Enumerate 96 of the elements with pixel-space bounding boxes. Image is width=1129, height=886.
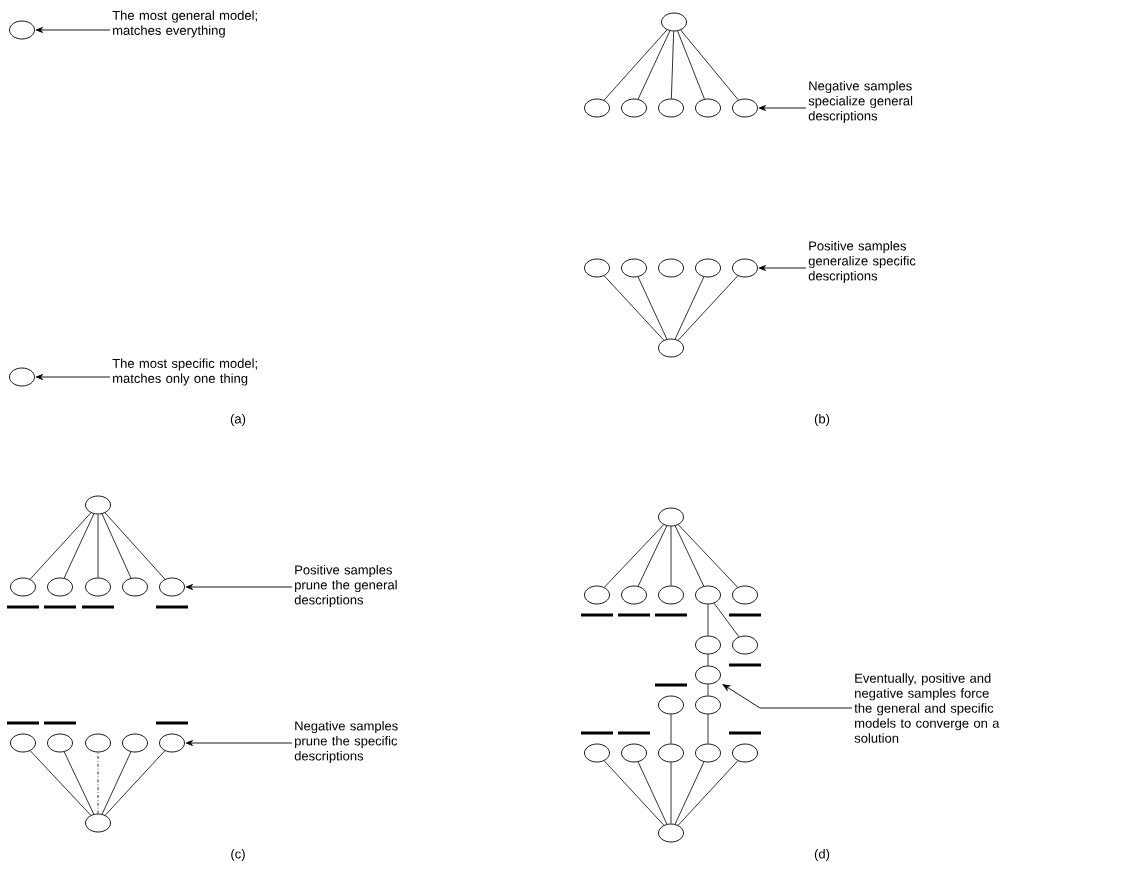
model-circle (621, 585, 647, 605)
model-circle (621, 98, 647, 118)
model-circle (9, 367, 35, 387)
model-circle (621, 743, 647, 763)
model-circle (695, 258, 721, 278)
model-circle (584, 98, 610, 118)
model-circle (695, 665, 721, 685)
model-circle (85, 813, 111, 833)
model-circle (85, 733, 111, 753)
annotation-text: Positive samples generalize specific descriptions (808, 240, 916, 284)
tree-link (677, 275, 739, 341)
annotation-text: The most general model; matches everything (112, 10, 257, 38)
annotation-text: Negative samples specialize general descriptions (808, 80, 913, 124)
model-circle (47, 733, 73, 753)
model-circle (695, 98, 721, 118)
model-circle (85, 495, 111, 515)
model-circle (695, 695, 721, 715)
model-circle (159, 577, 185, 597)
model-circle (732, 635, 758, 655)
model-circle (658, 338, 684, 358)
tree-link (29, 512, 92, 580)
tree-link (677, 760, 739, 826)
tree-link (670, 762, 672, 824)
model-circle (584, 743, 610, 763)
model-circle (10, 577, 36, 597)
tree-link (707, 714, 709, 744)
model-circle (159, 733, 185, 753)
model-circle (732, 743, 758, 763)
arrow (35, 27, 111, 33)
model-circle (658, 98, 684, 118)
tree-link (680, 29, 739, 101)
tree-link (63, 513, 95, 579)
tree-link (677, 30, 705, 100)
annotation-text: Positive samples prune the general descriptions (294, 564, 397, 608)
tree-link (637, 525, 668, 587)
model-circle (10, 733, 36, 753)
model-circle (658, 695, 684, 715)
panel-label: (d) (814, 848, 830, 862)
tree-link (604, 524, 665, 588)
panel-label: (b) (814, 413, 830, 427)
arrow (722, 684, 853, 709)
arrow (185, 584, 293, 590)
tree-link (707, 684, 709, 696)
arrow (35, 374, 111, 380)
model-circle (9, 20, 35, 40)
tree-link (101, 513, 132, 579)
tree-link (637, 761, 668, 825)
tree-link (707, 654, 709, 666)
tree-link (104, 750, 166, 816)
model-circle (658, 258, 684, 278)
model-circle (47, 577, 73, 597)
tree-link (637, 30, 671, 100)
panel-label: (a) (230, 413, 246, 427)
model-circle (658, 823, 684, 843)
tree-link (670, 714, 672, 744)
tree-link (97, 752, 99, 814)
tree-link (63, 751, 95, 815)
tree-link (603, 275, 665, 341)
annotation-text: Negative samples prune the specific descriptions (294, 720, 398, 764)
tree-link (707, 604, 709, 636)
model-circle (584, 585, 610, 605)
arrow (758, 105, 807, 111)
tree-link (674, 761, 705, 825)
tree-link (670, 526, 672, 586)
model-circle (122, 733, 148, 753)
tree-link (637, 276, 668, 340)
tree-link (713, 602, 740, 638)
tree-link (101, 751, 132, 815)
tree-link (670, 31, 675, 99)
tree-link (97, 514, 99, 578)
tree-link (674, 525, 705, 587)
panel-label: (c) (231, 848, 245, 862)
model-circle (658, 507, 684, 527)
model-circle (658, 743, 684, 763)
annotation-text: The most specific model; matches only one thing (112, 358, 257, 386)
model-circle (732, 585, 758, 605)
tree-link (678, 524, 739, 588)
tree-link (29, 750, 92, 816)
model-circle (661, 12, 687, 32)
model-circle (695, 743, 721, 763)
model-circle (85, 577, 111, 597)
tree-link (603, 29, 668, 101)
tree-link (603, 760, 665, 826)
model-circle (658, 585, 684, 605)
model-circle (695, 585, 721, 605)
arrow (758, 265, 807, 271)
tree-link (674, 276, 705, 340)
model-circle (695, 635, 721, 655)
arrow (185, 740, 293, 746)
model-circle (732, 258, 758, 278)
model-circle (584, 258, 610, 278)
model-circle (621, 258, 647, 278)
tree-link (104, 512, 166, 580)
model-circle (122, 577, 148, 597)
model-circle (732, 98, 758, 118)
annotation-text: Eventually, positive and negative samples force the general and specific models to converge on a solution (854, 673, 1000, 743)
